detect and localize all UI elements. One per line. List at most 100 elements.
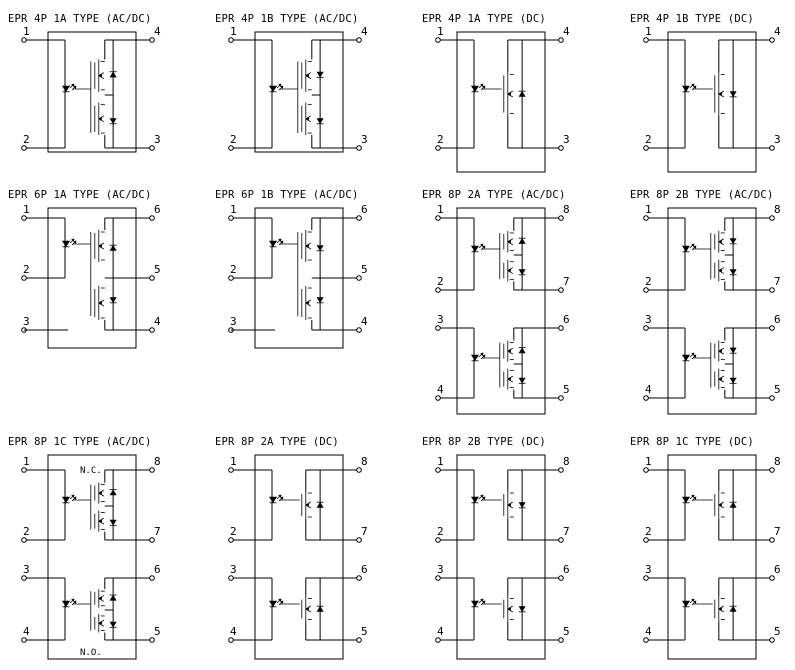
pin-terminal [228,467,234,473]
pin-label-left: 4 [645,383,652,396]
pin-label-right: 8 [563,455,570,468]
pin-terminal [558,325,564,331]
pin-terminal [21,467,27,473]
pin-label-left: 1 [437,203,444,216]
led-icon [681,494,697,504]
pin-label-right: 7 [563,275,570,288]
relay-package-outline [667,454,757,660]
pin-terminal [435,145,441,151]
pin-terminal [643,467,649,473]
pin-terminal [149,575,155,581]
pin-label-right: 6 [361,563,368,576]
pin-terminal [643,575,649,581]
pin-terminal [356,467,362,473]
pin-terminal [558,637,564,643]
pin-label-left: 1 [230,25,237,38]
pin-terminal [149,637,155,643]
pin-terminal [21,215,27,221]
relay-package-outline [667,31,757,173]
diode-icon [109,519,117,526]
mosfet-icon [94,230,105,262]
pin-label-right: 5 [154,263,161,276]
pin-terminal [558,215,564,221]
diode-icon [316,297,324,304]
pin-label-right: 6 [774,563,781,576]
pin-terminal [643,395,649,401]
mosfet-icon [94,102,105,136]
pin-terminal [21,275,27,281]
pin-label-left: 2 [230,525,237,538]
pin-label-right: 5 [563,625,570,638]
led-icon [470,598,486,608]
mosfet-icon [301,102,312,136]
pin-terminal [149,537,155,543]
diagram-title: EPR 6P 1A TYPE (AC/DC) [8,189,151,201]
pin-terminal [558,37,564,43]
led-icon [470,83,486,93]
mosfet-icon [301,230,312,262]
mosfet-icon [714,491,725,519]
pin-terminal [435,537,441,543]
pin-terminal [435,637,441,643]
pin-terminal [356,275,362,281]
pin-terminal [643,145,649,151]
diagram-title: EPR 4P 1A TYPE (AC/DC) [8,13,151,25]
pin-label-right: 6 [361,203,368,216]
relay-package-outline [254,454,344,660]
pin-label-left: 1 [23,203,30,216]
pin-terminal [435,37,441,43]
pin-label-left: 3 [437,563,444,576]
pin-terminal [643,287,649,293]
pin-terminal [356,327,362,333]
mosfet-icon [714,230,725,253]
pin-terminal [228,637,234,643]
pin-terminal [769,395,775,401]
pin-label-right: 5 [361,625,368,638]
pin-label-left: 1 [437,455,444,468]
pin-label-right: 5 [774,383,781,396]
diode-icon [109,244,117,251]
pin-label-left: 2 [230,133,237,146]
relay-package-outline [47,454,137,660]
pin-terminal [435,575,441,581]
pin-terminal [558,537,564,543]
pin-terminal [643,325,649,331]
pin-label-left: 2 [645,133,652,146]
pin-terminal [228,537,234,543]
diagram-title: EPR 8P 2B TYPE (DC) [422,436,546,448]
pin-terminal [558,575,564,581]
diagram-title: EPR 4P 1B TYPE (DC) [630,13,754,25]
pin-label-left: 1 [230,203,237,216]
mosfet-icon [301,286,312,320]
pin-label-left: 4 [437,383,444,396]
pin-terminal [769,325,775,331]
relay-package-outline [667,207,757,415]
pin-terminal [356,637,362,643]
led-icon [268,494,284,504]
pin-label-right: 5 [154,625,161,638]
pin-label-right: 7 [774,525,781,538]
diode-icon [518,237,526,244]
diode-icon [729,347,737,354]
pin-label-right: 5 [774,625,781,638]
pin-terminal [769,467,775,473]
mosfet-icon [94,59,105,92]
pin-label-right: 8 [361,455,368,468]
pin-terminal [21,637,27,643]
no-note: N.O. [80,648,102,658]
pin-label-left: 3 [230,563,237,576]
led-icon [268,598,284,608]
pin-terminal [228,145,234,151]
pin-label-left: 3 [437,313,444,326]
diode-icon [518,606,526,613]
led-icon [681,243,697,253]
mosfet-icon [301,59,312,92]
pin-label-left: 3 [645,563,652,576]
pin-terminal [21,145,27,151]
diode-icon [109,71,117,78]
diode-icon [316,71,324,78]
